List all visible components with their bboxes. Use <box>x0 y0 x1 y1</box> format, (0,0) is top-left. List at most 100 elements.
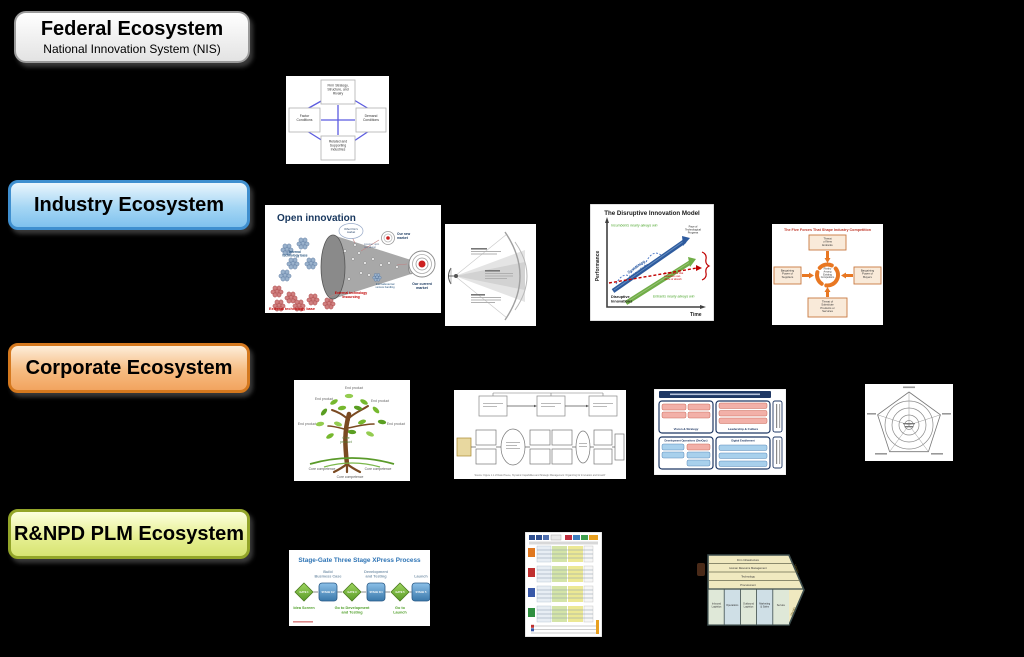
red-brace <box>701 251 711 281</box>
rnpd-plm-ecosystem-title: R&NPD PLM Ecosystem <box>13 522 245 545</box>
poster-band-4 <box>528 605 594 623</box>
end-product-label: End product <box>298 422 316 426</box>
quadrant-title-digital-enablement: Digital Enablement <box>731 439 754 443</box>
end-product-label: End product <box>345 386 363 390</box>
funnel-shape <box>320 234 414 300</box>
support-technology: Technology <box>741 575 755 579</box>
gate-1-label: GATE 1 <box>299 590 309 594</box>
corporate-ecosystem-box: Corporate Ecosystem <box>8 343 250 393</box>
external-base-label: External technology base <box>269 307 315 311</box>
stage-12-label: STAGE 1/2 <box>321 590 335 594</box>
sustaining-arrow <box>611 236 690 293</box>
support-hr-management: Human Resource Management <box>729 566 767 570</box>
chain-elements <box>456 428 625 466</box>
annotation-text-blocks <box>471 248 513 303</box>
card-bg <box>289 550 430 626</box>
dynamic-capabilities-flow-thumbnail: Source: Figure 1.1 of David Teece, 'Dyna… <box>454 390 626 479</box>
top-rail <box>492 392 604 396</box>
value-chain-thumbnail: Firm Infrastructure Human Resource Manag… <box>707 554 805 626</box>
stage-squares <box>318 582 430 602</box>
open-innovation-title: Open innovation <box>277 213 356 224</box>
margin-label-top: Margin <box>793 564 800 574</box>
disruptive-innovation-model-thumbnail: The Disruptive Innovation Model Performa… <box>590 204 714 321</box>
disruptive-model-title: The Disruptive Innovation Model <box>604 210 700 217</box>
federal-ecosystem-subtitle: National Innovation System (NIS) <box>43 41 221 56</box>
stage-gate-xpress-thumbnail: Stage-Gate Three Stage XPress Process GA… <box>289 550 430 626</box>
incumbents-label: Incumbents nearly always win <box>611 224 658 228</box>
primary-separators <box>723 589 774 625</box>
x-axis-label: Time <box>690 312 702 318</box>
corporate-ecosystem-title: Corporate Ecosystem <box>25 356 233 379</box>
quadrant-title-leadership-culture: Leadership & Culture <box>728 427 759 431</box>
copyright-textline <box>293 621 313 623</box>
rnpd-plm-ecosystem-box: R&NPD PLM Ecosystem <box>8 509 250 559</box>
primary-service: Service <box>777 604 786 607</box>
core-competence-label: Core competence <box>309 467 336 471</box>
core-competence-tree-thumbnail: End product End product End product End … <box>294 380 410 481</box>
poster-band-3 <box>528 585 594 603</box>
end-product-label: End product <box>387 422 405 426</box>
stage-5-label: STAGE 5 <box>416 590 427 594</box>
gate-diamonds <box>294 582 410 602</box>
diamond-nodes <box>288 79 387 161</box>
tree-leaves <box>315 393 387 439</box>
idea-screen-label: Idea Screen <box>293 606 315 610</box>
side-strips <box>772 400 783 469</box>
primary-marketing-sales: Marketing& Sales <box>759 603 771 609</box>
force-arrowheads <box>809 258 846 292</box>
five-forces-title: The Five Forces That Shape Industry Comp… <box>784 228 872 232</box>
arrowhead <box>586 404 589 408</box>
capability-quadrants-thumbnail: Vision & Strategy Leadership & Culture D… <box>654 389 786 475</box>
core-competence-label: Core competence <box>365 467 392 471</box>
five-forces-thumbnail: The Five Forces That Shape Industry Comp… <box>772 224 883 325</box>
pentagon-outline <box>877 391 941 453</box>
tree-ground <box>309 457 395 468</box>
source-caption: Source: Figure 1.1 of David Teece, 'Dyna… <box>474 474 606 477</box>
support-firm-infrastructure: Firm Infrastructure <box>737 558 759 562</box>
core-competence-label: Core competence <box>337 475 364 479</box>
ellipse-textlines <box>506 442 587 449</box>
launch-label: Launch <box>414 574 428 578</box>
poster-header-blocks <box>529 534 598 541</box>
quadrant-title-devops: Development Operations (DevOps) <box>665 439 708 443</box>
poster-band-2 <box>528 565 594 583</box>
rivalry-circle <box>815 262 840 288</box>
flow-arrows <box>328 236 408 298</box>
y-axis-label: Performance <box>595 251 601 282</box>
plm-poster-thumbnail <box>525 532 602 637</box>
stage-34-label: STAGE 3/4 <box>369 590 383 594</box>
arrowhead <box>534 404 537 408</box>
open-innovation-funnel-thumbnail: Open innovation <box>265 205 441 313</box>
industry-ecosystem-title: Industry Ecosystem <box>33 193 225 216</box>
diamond-arrows <box>306 99 370 142</box>
vertex-textmarks <box>867 386 951 455</box>
entrants-label: Entrants nearly always win <box>653 295 694 299</box>
blue-pills <box>661 443 768 467</box>
other-market-cloud <box>338 223 364 239</box>
pentagon-framework-thumbnail <box>865 384 953 461</box>
poster-footer-grid <box>531 620 599 634</box>
industry-ecosystem-box: Industry Ecosystem <box>8 180 250 230</box>
